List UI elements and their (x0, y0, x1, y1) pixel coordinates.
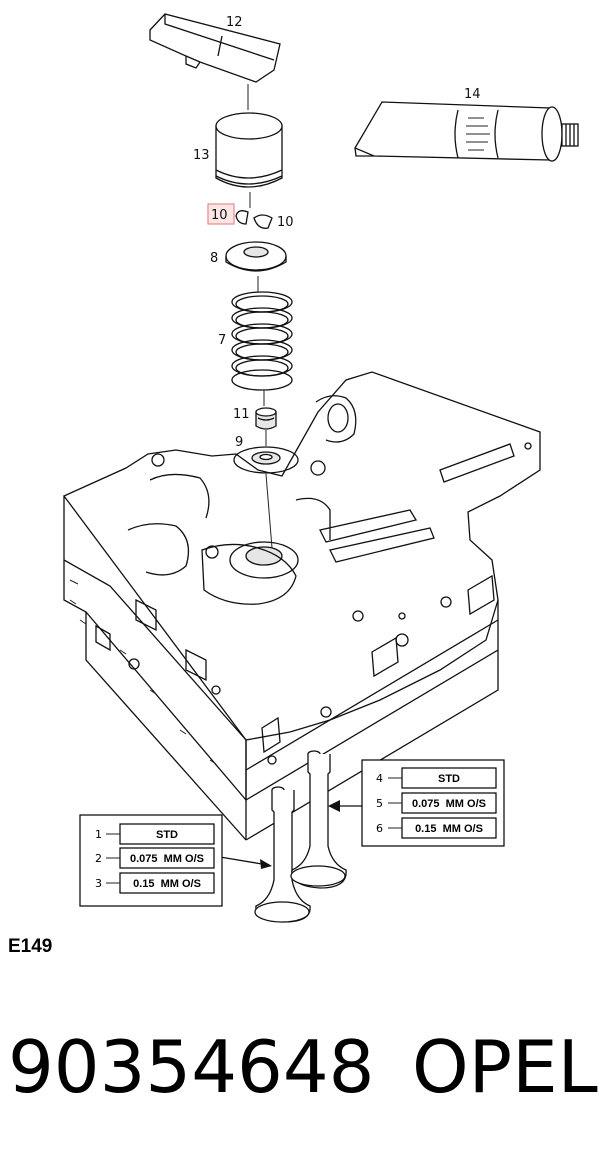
table-right-row-label: 0.075 MM O/S (412, 798, 486, 810)
part-8-spring-retainer (225, 241, 287, 272)
table-left-row-label: 0.075 MM O/S (130, 853, 204, 865)
table-left-row-number: 2 (95, 852, 102, 865)
part-12-rocker-arm (149, 13, 281, 83)
table-left-row-label: 0.15 MM O/S (133, 878, 201, 890)
table-right-row-label: 0.15 MM O/S (415, 823, 483, 835)
part-10-valve-collets (235, 210, 273, 229)
callout-7: 7 (218, 333, 226, 348)
part-9-spring-seat (233, 446, 299, 474)
part-7-valve-spring (231, 291, 293, 391)
part-13-hydraulic-tappet (215, 112, 283, 188)
table-left-row-label: STD (156, 829, 178, 841)
valve-size-table-right: 4 5 6 STD 0.075 MM O/S 0.15 MM O/S (361, 759, 505, 847)
table-left-row-number: 1 (95, 828, 102, 841)
part-11-valve-stem-seal (255, 407, 277, 430)
part-14-sealant-tube (354, 101, 579, 162)
callout-10: 10 (277, 215, 294, 230)
callout-10-highlighted: 10 (211, 208, 228, 223)
table-right-row-number: 6 (376, 822, 383, 835)
callout-14: 14 (464, 87, 481, 102)
part-number: 90354648 (8, 1025, 374, 1109)
table-right-row-label: STD (438, 773, 460, 785)
highlight-box-10 (207, 203, 235, 225)
callout-13: 13 (193, 148, 210, 163)
valve-size-table-left: 1 2 3 STD 0.075 MM O/S 0.15 MM O/S (79, 814, 223, 907)
cylinder-head (62, 371, 541, 841)
table-right-row-number: 4 (376, 772, 383, 785)
callout-9: 9 (235, 435, 243, 450)
callout-12: 12 (226, 15, 243, 30)
callout-11: 11 (233, 407, 250, 422)
table-right-row-number: 5 (376, 797, 383, 810)
callout-8: 8 (210, 251, 218, 266)
valve-left (254, 786, 311, 923)
valve-right (290, 750, 347, 889)
figure-code: E149 (8, 936, 52, 957)
table-left-row-number: 3 (95, 877, 102, 890)
brand-name: OPEL (412, 1025, 598, 1109)
